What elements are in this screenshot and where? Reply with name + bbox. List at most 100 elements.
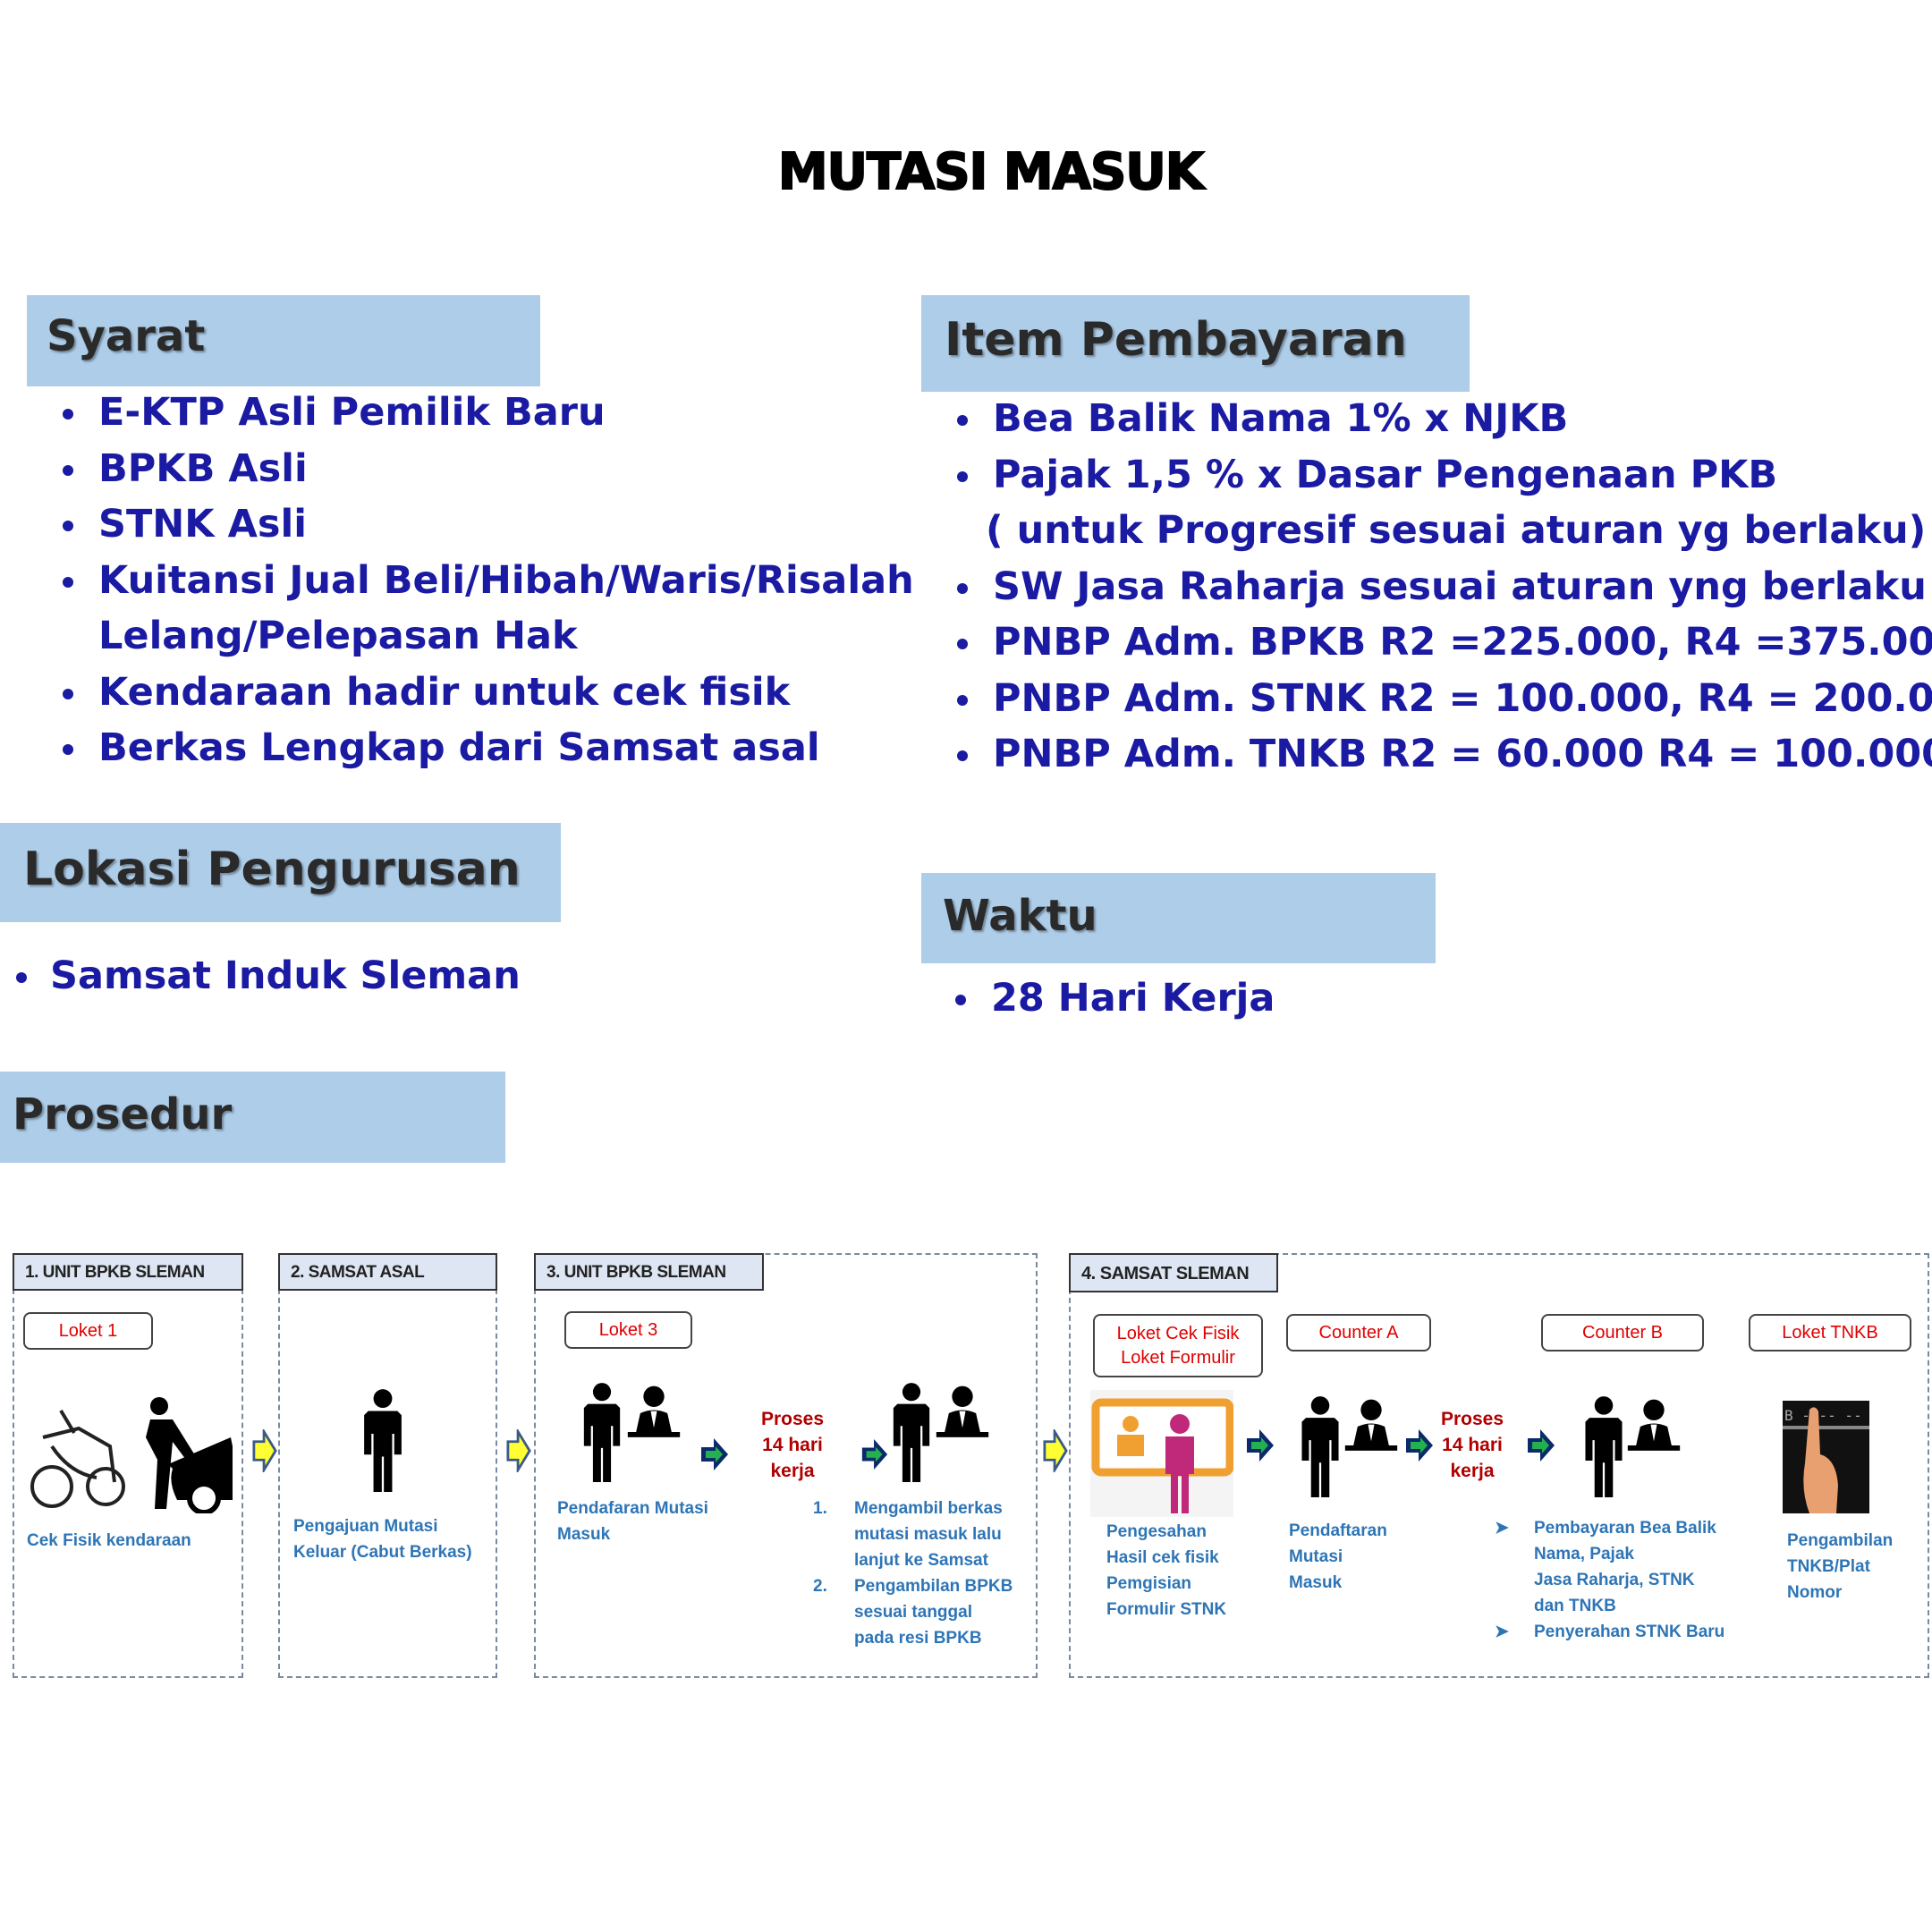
proses-line: Proses bbox=[760, 1409, 825, 1429]
clerk-icon bbox=[935, 1382, 990, 1445]
green-arrow-icon bbox=[699, 1436, 730, 1472]
clerk-icon bbox=[626, 1382, 682, 1445]
step-line: Pengambilan bbox=[1787, 1531, 1894, 1550]
proses-line: 14 hari bbox=[762, 1435, 823, 1455]
pembayaran-list: Bea Balik Nama 1% x NJKB Pajak 1,5 % x D… bbox=[957, 391, 1932, 783]
bullet-line: Nama, Pajak bbox=[1534, 1545, 1634, 1563]
loket-label: Loket 1 bbox=[23, 1312, 153, 1350]
pembayaran-header: Item Pembayaran bbox=[921, 295, 1470, 392]
counter-b-label: Counter B bbox=[1541, 1314, 1704, 1352]
panel-samsat-sleman bbox=[1069, 1253, 1929, 1678]
syarat-list: E-KTP Asli Pemilik Baru BPKB Asli STNK A… bbox=[63, 385, 914, 776]
list-item: E-KTP Asli Pemilik Baru bbox=[63, 385, 914, 441]
yellow-arrow-icon bbox=[506, 1429, 531, 1472]
loket-line: Loket Cek Fisik bbox=[1116, 1323, 1240, 1343]
list-item: ( untuk Progresif sesuai aturan yg berla… bbox=[986, 508, 1927, 553]
list-item: Pajak 1,5 % x Dasar Pengenaan PKB bbox=[957, 447, 1932, 504]
waktu-heading: Waktu bbox=[943, 891, 1097, 941]
list-item: BPKB Asli bbox=[63, 441, 914, 497]
clerk-icon bbox=[1343, 1395, 1399, 1458]
prosedur-header: Prosedur bbox=[0, 1072, 505, 1163]
bullet-line: Pembayaran Bea Balik bbox=[1534, 1519, 1716, 1538]
loket-line: Loket Formulir bbox=[1121, 1347, 1235, 1368]
step-2: 2. Pengambilan BPKB sesuai tanggal pada res… bbox=[813, 1573, 1013, 1651]
bullet-item: ➤ Penyerahan STNK Baru bbox=[1495, 1619, 1724, 1645]
step-line: lanjut ke Samsat bbox=[854, 1551, 988, 1570]
loket-tnkb-label: Loket TNKB bbox=[1749, 1314, 1911, 1352]
step-line: Mutasi bbox=[1289, 1547, 1343, 1566]
waktu-header: Waktu bbox=[921, 873, 1436, 963]
list-item: Lelang/Pelepasan Hak bbox=[98, 614, 578, 658]
step-line: mutasi masuk lalu bbox=[854, 1525, 1002, 1544]
green-arrow-icon bbox=[1245, 1428, 1275, 1463]
proses-line: 14 hari bbox=[1442, 1435, 1503, 1455]
bullet-line: Penyerahan STNK Baru bbox=[1534, 1623, 1725, 1641]
step-line: Formulir STNK bbox=[1106, 1600, 1227, 1619]
proses-label: Proses 14 hari kerja bbox=[757, 1406, 828, 1484]
syarat-heading: Syarat bbox=[47, 311, 206, 361]
panel-title: 4. SAMSAT SLEMAN bbox=[1069, 1253, 1278, 1292]
pembayaran-heading: Item Pembayaran bbox=[945, 313, 1407, 367]
list-item: 28 Hari Kerja bbox=[955, 970, 1275, 1027]
person-icon bbox=[891, 1382, 932, 1482]
list-item: Bea Balik Nama 1% x NJKB bbox=[957, 391, 1932, 447]
step-line: TNKB/Plat bbox=[1787, 1557, 1870, 1576]
lokasi-heading: Lokasi Pengurusan bbox=[23, 843, 521, 896]
panel-unit-bpkb-3 bbox=[534, 1253, 1038, 1678]
counter-a-label: Counter A bbox=[1286, 1314, 1431, 1352]
list-item: Kendaraan hadir untuk cek fisik bbox=[63, 665, 914, 721]
page-title: MUTASI MASUK bbox=[777, 142, 1205, 202]
lokasi-header: Lokasi Pengurusan bbox=[0, 823, 561, 922]
person-icon bbox=[581, 1382, 623, 1482]
person-document-icon bbox=[361, 1388, 404, 1492]
yellow-arrow-icon bbox=[252, 1429, 277, 1472]
yellow-arrow-icon bbox=[1043, 1429, 1068, 1472]
bullet-line: dan TNKB bbox=[1534, 1597, 1616, 1615]
list-item: SW Jasa Raharja sesuai aturan yng berlak… bbox=[957, 559, 1932, 615]
waktu-list: 28 Hari Kerja bbox=[955, 970, 1275, 1027]
proses-line: kerja bbox=[770, 1461, 815, 1481]
step-line: Masuk bbox=[1289, 1573, 1343, 1592]
lokasi-list: Samsat Induk Sleman bbox=[16, 948, 521, 1004]
step-line: Mengambil berkas bbox=[854, 1499, 1003, 1518]
step-text-line: Pengajuan Mutasi bbox=[293, 1517, 438, 1536]
step-text: Cek Fisik kendaraan bbox=[27, 1531, 191, 1550]
step-number: 2. bbox=[813, 1577, 827, 1596]
list-item: PNBP Adm. BPKB R2 =225.000, R4 =375.000 bbox=[957, 614, 1932, 671]
person-icon bbox=[1583, 1395, 1624, 1497]
green-arrow-icon bbox=[1526, 1428, 1556, 1463]
syarat-header: Syarat bbox=[27, 295, 540, 386]
chevron-icon: ➤ bbox=[1495, 1623, 1509, 1641]
bullet-line: Jasa Raharja, STNK bbox=[1534, 1571, 1695, 1589]
step-line: Pengesahan bbox=[1106, 1522, 1207, 1541]
license-plate-icon: B ---- -- bbox=[1783, 1401, 1869, 1513]
loket-label: Loket 3 bbox=[564, 1311, 692, 1349]
panel-title: 2. SAMSAT ASAL bbox=[278, 1253, 497, 1291]
step-text-line: Pendafaran Mutasi bbox=[557, 1499, 708, 1518]
prosedur-heading: Prosedur bbox=[13, 1089, 233, 1140]
green-arrow-icon bbox=[1404, 1428, 1435, 1463]
panel-title: 3. UNIT BPKB SLEMAN bbox=[534, 1253, 764, 1291]
step-line: Nomor bbox=[1787, 1583, 1843, 1602]
green-arrow-icon bbox=[860, 1436, 889, 1472]
step-text-line: Masuk bbox=[557, 1525, 611, 1544]
list-item: PNBP Adm. STNK R2 = 100.000, R4 = 200.00… bbox=[957, 671, 1932, 727]
list-item: Samsat Induk Sleman bbox=[16, 948, 521, 1004]
proses-line: kerja bbox=[1450, 1461, 1495, 1481]
step-line: Pendaftaran bbox=[1289, 1521, 1387, 1540]
list-item: PNBP Adm. TNKB R2 = 60.000 R4 = 100.000 bbox=[957, 726, 1932, 783]
step-line: Pengambilan BPKB bbox=[854, 1577, 1013, 1596]
svg-text:B ---- --: B ---- -- bbox=[1784, 1407, 1862, 1424]
vehicle-check-icon bbox=[30, 1397, 233, 1513]
step-line: pada resi BPKB bbox=[854, 1629, 982, 1648]
list-item: Kuitansi Jual Beli/Hibah/Waris/Risalah bbox=[63, 553, 914, 609]
step-line: sesuai tanggal bbox=[854, 1603, 972, 1622]
